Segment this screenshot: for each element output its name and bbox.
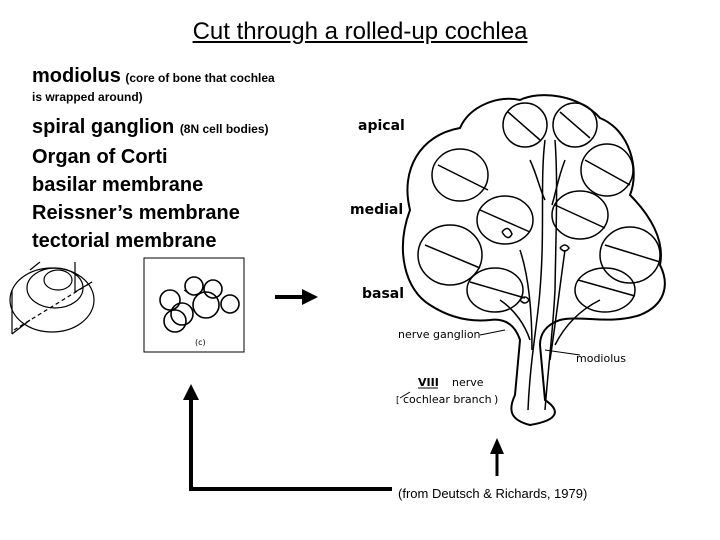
arrow-up-right — [490, 438, 504, 476]
label-basal: basal — [362, 286, 404, 302]
arrow-right — [275, 289, 318, 305]
cross-section-inset: (c) — [143, 257, 245, 353]
term-modiolus-note-cont: is wrapped around) — [32, 90, 143, 104]
term-tectorial-membrane: tectorial membrane — [32, 230, 217, 252]
bracket-open: [ — [396, 396, 400, 406]
term-organ-of-corti: Organ of Corti — [32, 146, 168, 168]
label-apical: apical — [358, 118, 405, 134]
term-spiral-ganglion-note: (8N cell bodies) — [179, 122, 269, 136]
label-nerve: nerve — [452, 376, 484, 389]
cochlea-drawing — [399, 94, 666, 427]
bracket-close: ) — [494, 393, 498, 406]
term-spiral-ganglion-label: spiral ganglion — [32, 116, 175, 138]
label-viii: VIII — [418, 376, 439, 389]
term-reissners-membrane: Reissner’s membrane — [32, 202, 240, 224]
figure-labels: apical medial basal nerve ganglion modio… — [350, 118, 626, 406]
label-medial: medial — [350, 202, 403, 218]
figure-credit: (from Deutsch & Richards, 1979) — [398, 486, 588, 501]
arrow-up-bracket — [183, 384, 392, 491]
slide-title: Cut through a rolled-up cochlea — [192, 18, 528, 45]
term-modiolus: modiolus — [32, 65, 121, 87]
term-basilar-membrane: basilar membrane — [32, 174, 204, 196]
label-nerve-ganglion: nerve ganglion — [398, 328, 481, 341]
label-modiolus: modiolus — [576, 352, 626, 365]
term-list: modiolus (core of bone that cochlea is w… — [32, 66, 275, 255]
term-spiral-ganglion: spiral ganglion (8N cell bodies) — [32, 113, 275, 143]
snail-sketch — [9, 261, 95, 335]
label-cochlear-branch: cochlear branch — [403, 393, 492, 406]
term-modiolus-note: (core of bone that cochlea — [125, 71, 275, 85]
inset-label: (c) — [195, 338, 206, 347]
